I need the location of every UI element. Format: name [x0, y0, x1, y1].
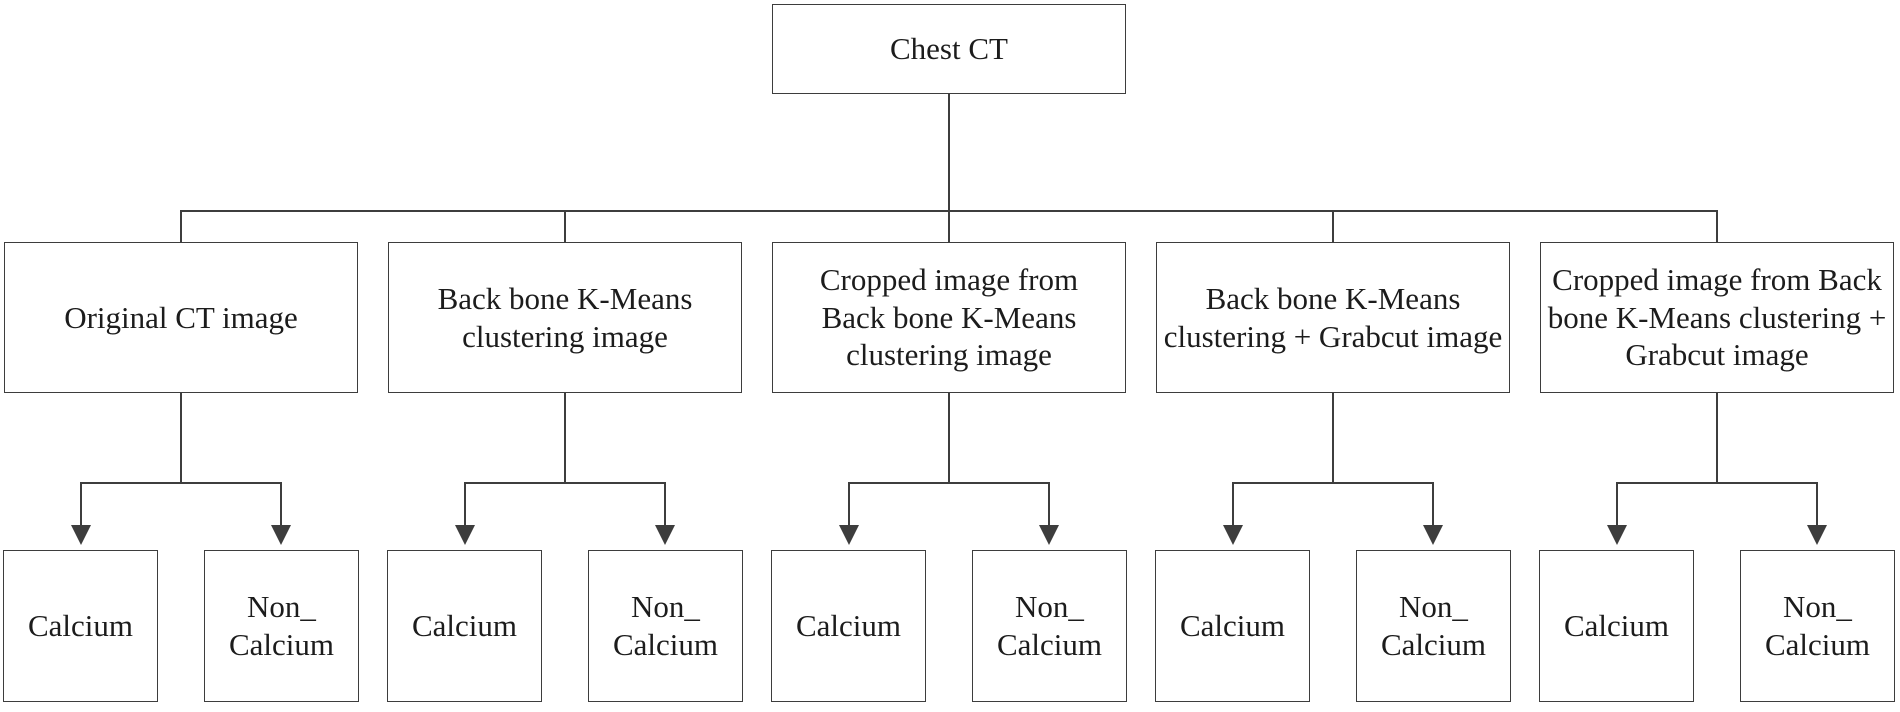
node-non-calcium-0: Non_ Calcium [204, 550, 359, 702]
node-calcium-1: Calcium [387, 550, 542, 702]
node-backbone-kmeans-image: Back bone K-Means clustering image [388, 242, 742, 393]
node-chest-ct: Chest CT [772, 4, 1126, 94]
node-backbone-kmeans-grabcut-image-label: Back bone K-Means clustering + Grabcut i… [1163, 280, 1503, 354]
node-calcium-0: Calcium [3, 550, 158, 702]
node-cropped-kmeans-grabcut-image-label: Cropped image from Back bone K-Means clu… [1547, 261, 1887, 373]
node-non-calcium-4: Non_ Calcium [1740, 550, 1895, 702]
node-non-calcium-0-label: Non_ Calcium [228, 589, 335, 662]
node-non-calcium-3-label: Non_ Calcium [1380, 589, 1487, 662]
node-original-ct-image-label: Original CT image [64, 299, 298, 335]
node-calcium-1-label: Calcium [411, 608, 518, 644]
node-non-calcium-2: Non_ Calcium [972, 550, 1127, 702]
node-non-calcium-1: Non_ Calcium [588, 550, 743, 702]
node-cropped-kmeans-grabcut-image: Cropped image from Back bone K-Means clu… [1540, 242, 1894, 393]
node-cropped-kmeans-image-label: Cropped image from Back bone K-Means clu… [819, 261, 1079, 373]
node-chest-ct-label: Chest CT [890, 31, 1008, 67]
node-cropped-kmeans-image: Cropped image from Back bone K-Means clu… [772, 242, 1126, 393]
node-backbone-kmeans-image-label: Back bone K-Means clustering image [437, 280, 693, 354]
node-non-calcium-1-label: Non_ Calcium [612, 589, 719, 662]
node-backbone-kmeans-grabcut-image: Back bone K-Means clustering + Grabcut i… [1156, 242, 1510, 393]
node-calcium-2: Calcium [771, 550, 926, 702]
node-non-calcium-3: Non_ Calcium [1356, 550, 1511, 702]
node-calcium-3-label: Calcium [1179, 608, 1286, 644]
node-calcium-0-label: Calcium [27, 608, 134, 644]
node-calcium-4-label: Calcium [1563, 608, 1670, 644]
node-calcium-2-label: Calcium [795, 608, 902, 644]
node-original-ct-image: Original CT image [4, 242, 358, 393]
node-non-calcium-4-label: Non_ Calcium [1764, 589, 1871, 662]
node-non-calcium-2-label: Non_ Calcium [996, 589, 1103, 662]
node-calcium-4: Calcium [1539, 550, 1694, 702]
node-calcium-3: Calcium [1155, 550, 1310, 702]
